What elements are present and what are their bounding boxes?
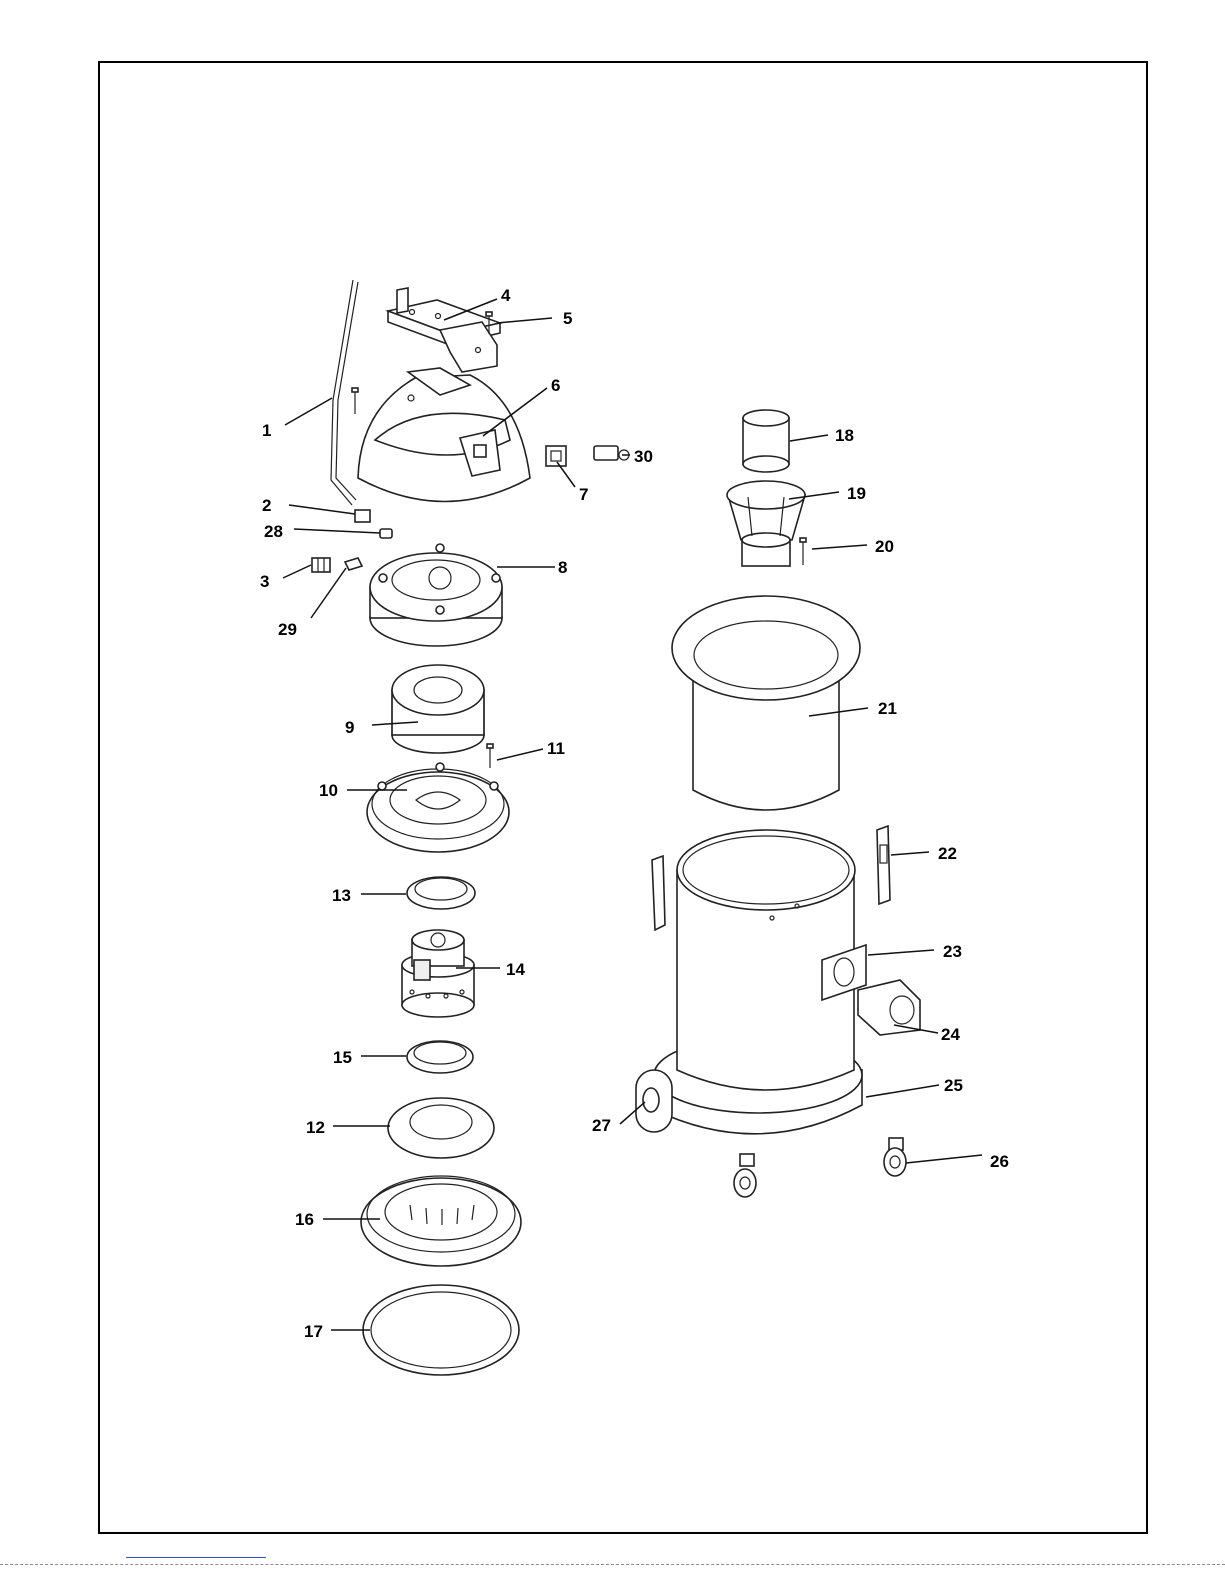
part-24-inlet <box>858 980 920 1035</box>
part-20-screw <box>800 538 806 565</box>
part-4-bracket <box>388 288 500 372</box>
label-8: 8 <box>558 558 567 577</box>
part-3-terminal-block <box>312 558 330 572</box>
label-30: 30 <box>634 447 653 466</box>
label-11: 11 <box>547 739 565 758</box>
label-1: 1 <box>262 421 271 440</box>
part-8-motor-plate <box>370 544 502 646</box>
label-21: 21 <box>878 699 897 718</box>
label-16: 16 <box>295 1210 314 1229</box>
label-26: 26 <box>990 1152 1009 1171</box>
part-12-ring <box>388 1098 494 1158</box>
part-22-latch <box>877 826 890 904</box>
label-3: 3 <box>260 572 269 591</box>
label-10: 10 <box>319 781 338 800</box>
part-13-gasket <box>407 877 475 909</box>
part-2-cord-clamp <box>355 510 370 522</box>
label-13: 13 <box>332 886 351 905</box>
label-29: 29 <box>278 620 297 639</box>
part-29-clip <box>345 558 362 570</box>
bottom-page-rule <box>0 1564 1225 1565</box>
label-18: 18 <box>835 426 854 445</box>
label-22: 22 <box>938 844 957 863</box>
part-11-screw <box>487 744 493 768</box>
label-9: 9 <box>345 718 354 737</box>
part-18-sleeve <box>743 410 789 472</box>
label-4: 4 <box>501 286 511 305</box>
cover-screw <box>352 388 358 414</box>
bottom-page-tab <box>126 1557 266 1558</box>
part-9-foam-filter <box>392 665 484 753</box>
part-14-motor <box>402 930 474 1017</box>
label-2: 2 <box>262 496 271 515</box>
part-21-inner-tank <box>672 596 860 810</box>
part-17-large-gasket <box>363 1285 519 1375</box>
label-5: 5 <box>563 309 572 328</box>
part-28-plug <box>380 529 392 538</box>
label-25: 25 <box>944 1076 963 1095</box>
label-20: 20 <box>875 537 894 556</box>
label-19: 19 <box>847 484 866 503</box>
label-15: 15 <box>333 1048 352 1067</box>
label-24: 24 <box>941 1025 960 1044</box>
caster-left <box>734 1154 756 1197</box>
part-26-caster-right <box>884 1138 906 1176</box>
part-6-top-cover <box>358 368 530 502</box>
part-16-filter-cage <box>361 1176 521 1266</box>
tank-latch-left <box>652 856 665 930</box>
label-6: 6 <box>551 376 560 395</box>
label-14: 14 <box>506 960 525 979</box>
label-12: 12 <box>306 1118 325 1137</box>
label-7: 7 <box>579 485 588 504</box>
part-15-gasket <box>407 1041 473 1073</box>
part-27-wheel-housing <box>636 1070 672 1132</box>
part-7-switch <box>546 446 566 466</box>
label-23: 23 <box>943 942 962 961</box>
label-27: 27 <box>592 1116 611 1135</box>
part-10-support-ring <box>367 763 509 852</box>
label-17: 17 <box>304 1322 323 1341</box>
part-19-cyclone-insert <box>727 481 805 566</box>
label-28: 28 <box>264 522 283 541</box>
part-30-connector <box>594 446 629 460</box>
